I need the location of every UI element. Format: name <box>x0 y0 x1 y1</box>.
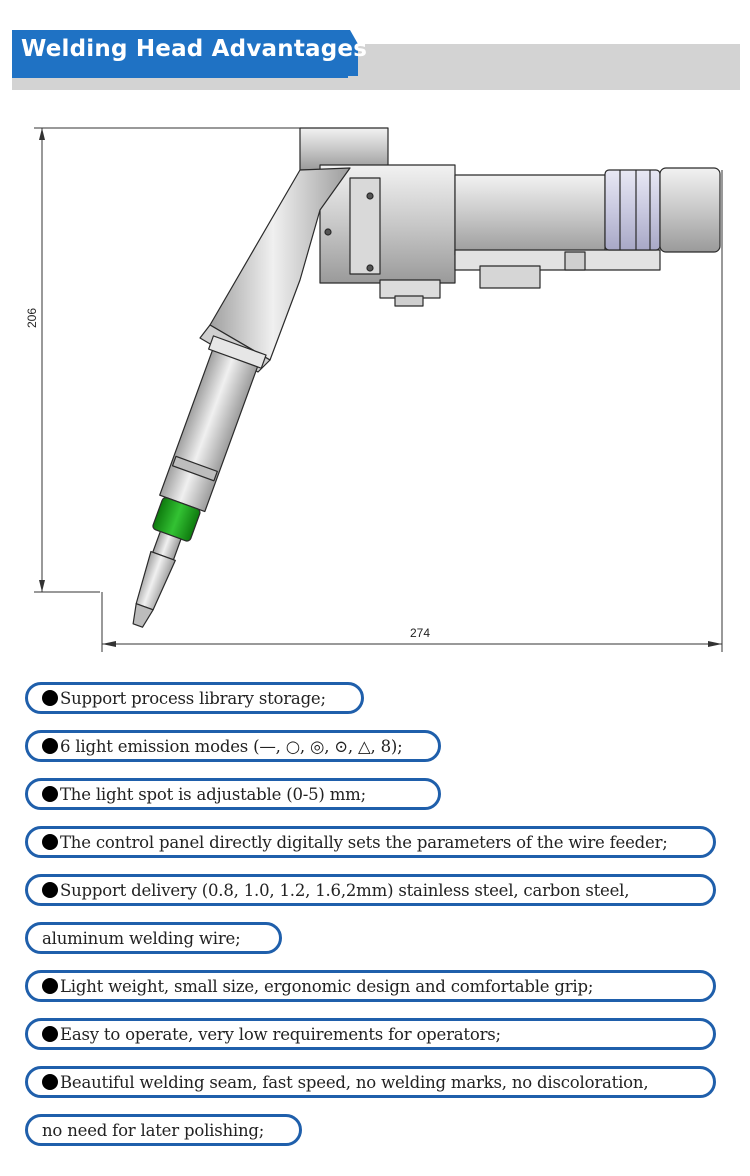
bullet-dot <box>42 690 58 706</box>
feature-text: Easy to operate, very low requirements f… <box>60 1024 501 1044</box>
feature-text: aluminum welding wire; <box>42 928 241 948</box>
welding-head-body <box>132 127 721 628</box>
feature-pill-1: Support process library storage; <box>25 682 364 714</box>
header-tab <box>12 30 358 76</box>
feature-text: Light weight, small size, ergonomic desi… <box>60 976 594 996</box>
feature-text: The light spot is adjustable (0-5) mm; <box>60 784 366 804</box>
feature-text: no need for later polishing; <box>42 1120 265 1140</box>
feature-text: Beautiful welding seam, fast speed, no w… <box>60 1072 649 1092</box>
width-dimension-label: 274 <box>410 626 430 640</box>
feature-pill-3: The light spot is adjustable (0-5) mm; <box>25 778 441 810</box>
feature-text: The control panel directly digitally set… <box>60 832 668 852</box>
feature-pill-2: 6 light emission modes (—, ○, ◎, ⊙, △, 8… <box>25 730 441 762</box>
header-underline <box>12 76 348 78</box>
feature-pill-9: Beautiful welding seam, fast speed, no w… <box>25 1066 716 1098</box>
bullet-dot <box>42 786 58 802</box>
height-dimension-label: 206 <box>25 308 39 328</box>
feature-pill-6: aluminum welding wire; <box>25 922 282 954</box>
feature-pill-7: Light weight, small size, ergonomic desi… <box>25 970 716 1002</box>
bullet-dot <box>42 978 58 994</box>
feature-pill-10: no need for later polishing; <box>25 1114 302 1146</box>
bullet-dot <box>42 1026 58 1042</box>
bullet-dot <box>42 882 58 898</box>
welding-head-drawing: 206 274 <box>25 127 723 652</box>
page-title: Welding Head Advantages <box>21 36 368 62</box>
feature-pill-8: Easy to operate, very low requirements f… <box>25 1018 716 1050</box>
feature-pill-4: The control panel directly digitally set… <box>25 826 716 858</box>
height-dimension <box>34 127 300 593</box>
bullet-dot <box>42 834 58 850</box>
feature-text: Support process library storage; <box>60 688 326 708</box>
bullet-dot <box>42 1074 58 1090</box>
feature-pill-5: Support delivery (0.8, 1.0, 1.2, 1.6,2mm… <box>25 874 716 906</box>
width-dimension <box>101 170 723 652</box>
feature-text: Support delivery (0.8, 1.0, 1.2, 1.6,2mm… <box>60 880 630 900</box>
feature-text: 6 light emission modes (—, ○, ◎, ⊙, △, 8… <box>60 736 403 756</box>
bullet-dot <box>42 738 58 754</box>
